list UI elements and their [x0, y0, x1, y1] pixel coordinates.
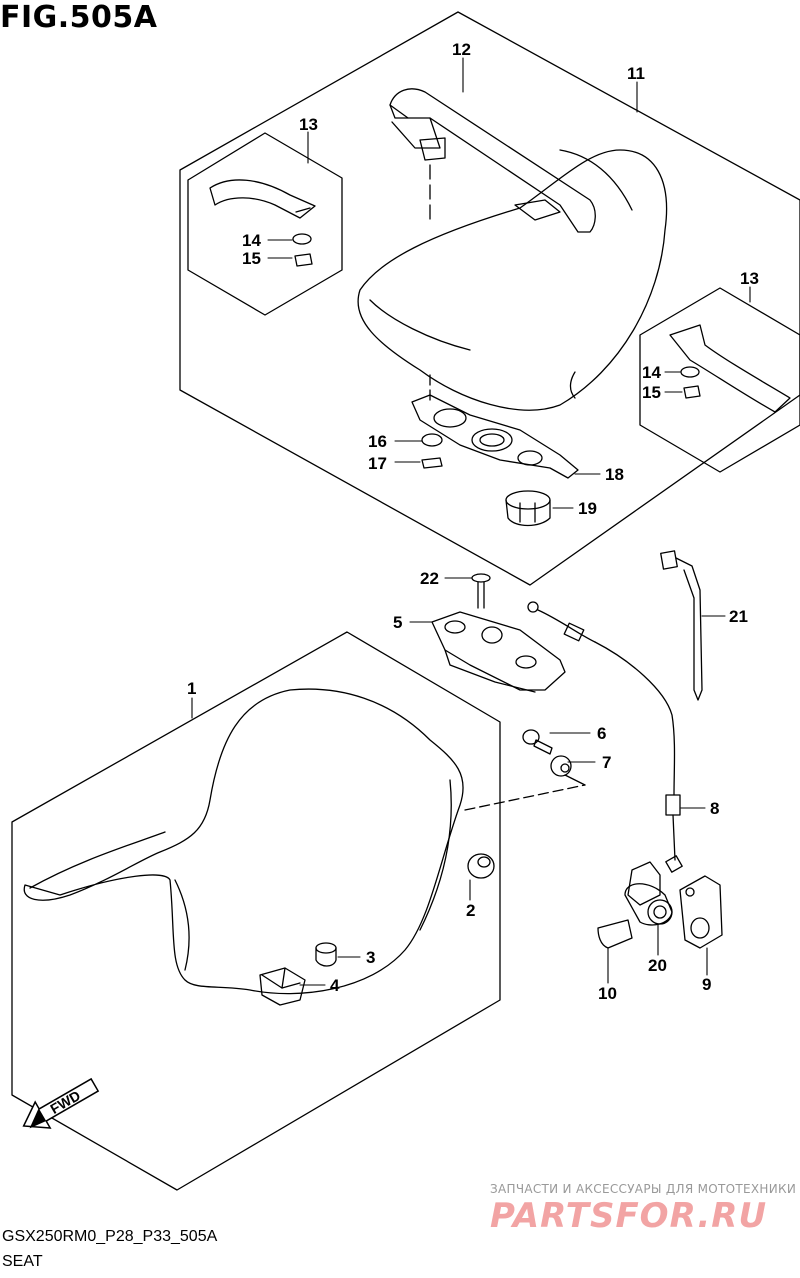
rear-seat-cushion-part — [357, 149, 668, 411]
callout-2: 2 — [466, 901, 475, 920]
front-seat-part — [23, 688, 464, 995]
nut-7-part — [550, 755, 572, 777]
callout-8: 8 — [710, 799, 719, 818]
fwd-arrow: FWD — [22, 1077, 100, 1129]
callout-5: 5 — [393, 613, 402, 632]
cushion-3-part — [315, 942, 337, 967]
left-seat-strap-part — [209, 179, 316, 219]
right-washer-14-part — [680, 366, 700, 378]
leader-lines — [191, 57, 751, 986]
bolt-6-part — [522, 729, 553, 755]
callout-10: 10 — [598, 984, 617, 1003]
section-title: SEAT — [2, 1253, 43, 1270]
seat-lock-cable-part — [527, 601, 683, 873]
callout-3: 3 — [366, 948, 375, 967]
lock-bracket-9-part — [679, 875, 723, 949]
left-washer-14-part — [292, 233, 312, 245]
screw-22-part — [471, 573, 491, 609]
watermark-tagline: ЗАПЧАСТИ И АКСЕССУАРЫ ДЛЯ МОТОТЕХНИКИ — [490, 1182, 797, 1196]
right-nut-15-part — [683, 385, 701, 399]
callout-19: 19 — [578, 499, 597, 518]
washer-16-part — [421, 433, 443, 447]
right-seat-strap-part — [669, 324, 791, 413]
nut-17-part — [421, 457, 443, 469]
callout-14-right: 14 — [642, 363, 661, 382]
right-detail-box — [639, 287, 800, 473]
callout-21: 21 — [729, 607, 748, 626]
figure-code: GSX250RM0_P28_P33_505A — [2, 1228, 218, 1245]
callout-22: 22 — [420, 569, 439, 588]
callout-20: 20 — [648, 956, 667, 975]
callout-17: 17 — [368, 454, 387, 473]
figure-title: FIG.505A — [0, 0, 158, 35]
pad-4-part — [259, 967, 306, 1006]
left-detail-box — [187, 132, 343, 316]
key-cylinder-20-part — [624, 861, 673, 926]
clip-10-part — [597, 919, 633, 949]
front-seat-group-outline — [11, 631, 501, 1191]
rubber-cushion-part — [505, 490, 551, 527]
callout-13-right: 13 — [740, 269, 759, 288]
seat-lock-bracket-part — [431, 611, 566, 693]
callout-13-left: 13 — [299, 115, 318, 134]
callout-16: 16 — [368, 432, 387, 451]
callout-14-left: 14 — [242, 231, 261, 250]
callout-7: 7 — [602, 753, 611, 772]
rear-seat-bracket-part — [411, 374, 579, 479]
rubber-2-part — [467, 853, 495, 879]
callout-6: 6 — [597, 724, 606, 743]
callout-15-right: 15 — [642, 383, 661, 402]
callout-9: 9 — [702, 975, 711, 994]
callout-11: 11 — [627, 64, 645, 83]
callout-15-left: 15 — [242, 249, 261, 268]
callout-1: 1 — [187, 679, 196, 698]
left-nut-15-part — [294, 253, 313, 267]
grab-handle-part — [389, 88, 596, 233]
callout-12: 12 — [452, 40, 471, 59]
rear-seat-group-outline — [179, 11, 800, 586]
callout-4: 4 — [330, 976, 340, 995]
watermark-logo: PARTSFOR.RU — [490, 1196, 768, 1236]
callout-18: 18 — [605, 465, 624, 484]
helmet-wire-21-part — [660, 550, 703, 701]
